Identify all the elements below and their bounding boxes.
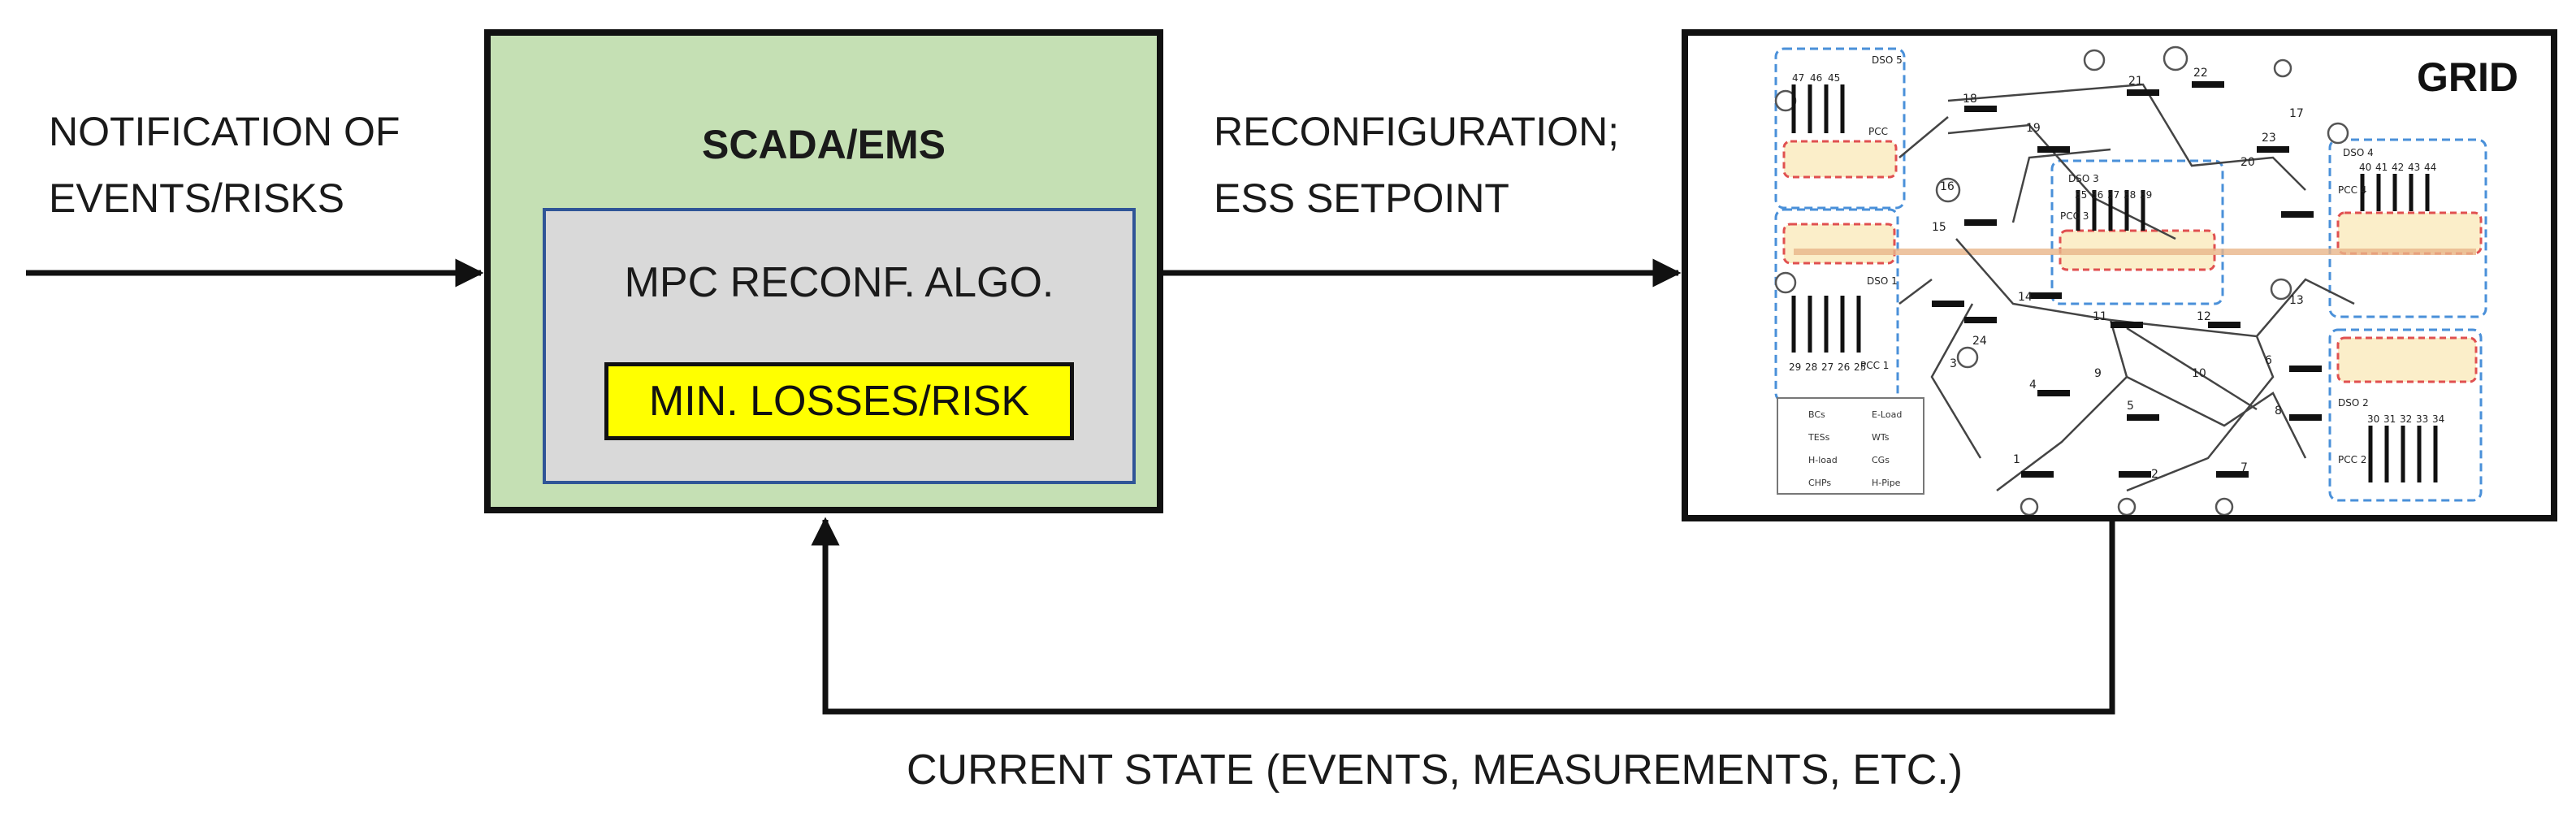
grid-label: 40	[2359, 162, 2371, 173]
grid-block: GRID	[1682, 29, 2557, 521]
objective-box: MIN. LOSSES/RISK	[604, 362, 1074, 440]
grid-label: 25	[1854, 361, 1866, 373]
input-label-line1: NOTIFICATION OF	[49, 109, 400, 154]
feedback-label: CURRENT STATE (EVENTS, MEASUREMENTS, ETC…	[907, 746, 1963, 794]
grid-label: PCC 1	[1860, 360, 1889, 371]
grid-label: DSO 3	[2068, 173, 2099, 184]
grid-label: 8	[2275, 405, 2282, 417]
grid-label: 13	[2289, 294, 2304, 307]
grid-label: 30	[2367, 413, 2379, 425]
grid-label: 18	[1963, 93, 1977, 106]
grid-label: 5	[2127, 400, 2134, 413]
grid-label: BCs	[1808, 409, 1825, 420]
grid-label: 10	[2192, 367, 2206, 380]
grid-label: 41	[2375, 162, 2388, 173]
grid-label: 24	[1972, 335, 1987, 348]
grid-label: TESs	[1808, 432, 1830, 443]
grid-label: 42	[2392, 162, 2404, 173]
grid-label: 45	[1828, 72, 1840, 84]
grid-network-diagram: 18 19 21 22 23 20 15 16 24 11 12 9 10 14…	[1774, 45, 2487, 515]
grid-label: PCC 3	[2060, 210, 2089, 222]
grid-label: H-Pipe	[1872, 478, 1901, 488]
mpc-algo-label: MPC RECONF. ALGO.	[624, 259, 1054, 306]
grid-label: 15	[1932, 221, 1946, 234]
grid-label: PCC 2	[2338, 454, 2366, 465]
grid-label: 26	[1838, 361, 1850, 373]
grid-label: 47	[1792, 72, 1804, 84]
grid-label: 27	[1821, 361, 1834, 373]
grid-label: 21	[2128, 75, 2143, 88]
grid-label: 29	[1789, 361, 1801, 373]
grid-label: 17	[2289, 107, 2304, 120]
mpc-algo-block	[543, 208, 1136, 484]
dso2-region	[2328, 328, 2483, 502]
dso3-region	[2050, 159, 2224, 305]
grid-label: CGs	[1872, 455, 1890, 465]
grid-label: 44	[2424, 162, 2436, 173]
grid-label: 39	[2140, 189, 2152, 201]
feedback-arrow	[811, 517, 2115, 715]
grid-label: DSO 2	[2338, 397, 2369, 409]
grid-label: WTs	[1872, 432, 1890, 443]
grid-label: 16	[1940, 180, 1955, 193]
grid-label: 43	[2408, 162, 2420, 173]
input-label-line2: EVENTS/RISKS	[49, 175, 344, 221]
grid-label: 32	[2400, 413, 2412, 425]
grid-label: 31	[2383, 413, 2396, 425]
grid-label: 23	[2262, 132, 2276, 145]
grid-label: 2	[2151, 468, 2158, 481]
grid-label: E-Load	[1872, 409, 1902, 420]
grid-label: 38	[2124, 189, 2136, 201]
output-label-line1: RECONFIGURATION;	[1214, 109, 1620, 154]
grid-label: 4	[2029, 379, 2037, 392]
grid-label: PCC 4	[2338, 184, 2366, 196]
grid-label: 20	[2240, 156, 2255, 169]
grid-label: DSO 5	[1872, 54, 1903, 66]
grid-label: CHPs	[1808, 478, 1831, 488]
output-label-line2: ESS SETPOINT	[1214, 175, 1509, 221]
grid-label: 12	[2197, 310, 2211, 323]
grid-label: DSO 1	[1867, 275, 1898, 287]
scada-title: SCADA/EMS	[701, 122, 946, 167]
grid-label: DSO 4	[2343, 147, 2374, 158]
grid-label: H-load	[1808, 455, 1838, 465]
dso5-region	[1774, 47, 1906, 210]
grid-label: 22	[2193, 67, 2208, 80]
grid-title: GRID	[2417, 54, 2518, 100]
grid-label: 34	[2432, 413, 2444, 425]
grid-label: 9	[2094, 367, 2102, 380]
grid-label: 6	[2265, 354, 2272, 367]
grid-label: 36	[2091, 189, 2103, 201]
grid-label: 35	[2075, 189, 2087, 201]
grid-label: 3	[1950, 357, 1957, 370]
grid-label: 11	[2093, 310, 2107, 323]
grid-legend	[1777, 397, 1924, 495]
grid-label: 37	[2107, 189, 2119, 201]
dso1-region	[1774, 208, 1899, 403]
grid-label: 1	[2013, 453, 2020, 466]
grid-label: 19	[2026, 122, 2041, 135]
grid-label: PCC	[1868, 126, 1888, 137]
grid-label: 28	[1805, 361, 1817, 373]
dso4-region	[2328, 138, 2487, 318]
grid-label: 7	[2240, 461, 2248, 474]
grid-label: 33	[2416, 413, 2428, 425]
grid-label: 14	[2018, 291, 2033, 304]
grid-label: 46	[1810, 72, 1822, 84]
